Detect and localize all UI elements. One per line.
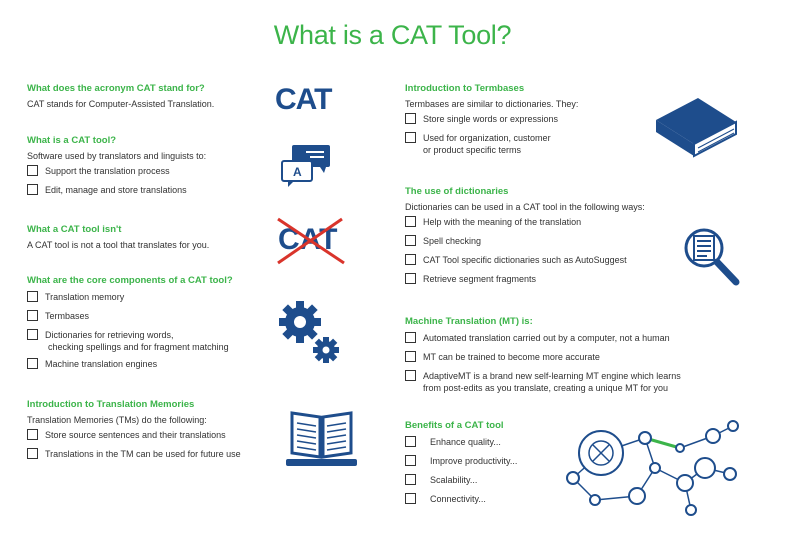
checkbox[interactable] (405, 273, 416, 284)
list-item: Scalability... (405, 474, 517, 488)
section-heading: The use of dictionaries (405, 186, 509, 197)
list-item: Spell checking (405, 235, 645, 249)
list-item: Connectivity... (405, 493, 517, 507)
list-item: Translations in the TM can be used for f… (27, 448, 241, 462)
section-text: Termbases are similar to dictionaries. T… (405, 99, 579, 109)
section-tm: Introduction to Translation Memories Tra… (27, 399, 241, 467)
section-acronym: What does the acronym CAT stand for? CAT… (27, 83, 214, 113)
checkbox[interactable] (405, 455, 416, 466)
list-item: Retrieve segment fragments (405, 273, 645, 287)
list-item: CAT Tool specific dictionaries such as A… (405, 254, 645, 268)
not-translator-icon: CAT (277, 217, 345, 265)
list-item: Improve productivity... (405, 455, 517, 469)
section-heading: What is a CAT tool? (27, 135, 117, 146)
list-item: Machine translation engines (27, 358, 233, 372)
section-text: Translation Memories (TMs) do the follow… (27, 415, 207, 425)
section-text: Dictionaries can be used in a CAT tool i… (405, 202, 645, 212)
section-text: Software used by translators and linguis… (27, 151, 207, 161)
section-heading: Machine Translation (MT) is: (405, 316, 533, 327)
checkbox[interactable] (405, 370, 416, 381)
checkbox[interactable] (405, 351, 416, 362)
checkbox[interactable] (27, 429, 38, 440)
checkbox[interactable] (405, 254, 416, 265)
checkbox[interactable] (27, 165, 38, 176)
section-termbases: Introduction to Termbases Termbases are … (405, 83, 578, 161)
cat-logo-icon: CAT (275, 83, 332, 116)
svg-text:A: A (293, 165, 302, 179)
checkbox[interactable] (405, 493, 416, 504)
checkbox[interactable] (27, 448, 38, 459)
list-item: Enhance quality... (405, 436, 517, 450)
checkbox[interactable] (405, 235, 416, 246)
open-book-laptop-icon (286, 411, 357, 466)
checkbox[interactable] (405, 216, 416, 227)
section-heading: Introduction to Termbases (405, 83, 525, 94)
checkbox[interactable] (27, 310, 38, 321)
checkbox[interactable] (27, 358, 38, 369)
list-item: Store single words or expressions (405, 113, 578, 127)
checkbox[interactable] (405, 113, 416, 124)
section-text: CAT stands for Computer-Assisted Transla… (27, 99, 215, 109)
list-item: Support the translation process (27, 165, 206, 179)
list-item: Store source sentences and their transla… (27, 429, 241, 443)
checkbox[interactable] (405, 436, 416, 447)
translation-chat-icon: A (281, 145, 330, 187)
gears-icon (279, 301, 339, 363)
magnifier-document-icon (684, 228, 740, 286)
checkbox[interactable] (405, 332, 416, 343)
section-core: What are the core components of a CAT to… (27, 275, 233, 377)
list-item: Dictionaries for retrieving words,checki… (27, 329, 233, 353)
list-item: MT can be trained to become more accurat… (405, 351, 681, 365)
checkbox[interactable] (27, 184, 38, 195)
section-heading: What a CAT tool isn't (27, 224, 122, 235)
list-item: Automated translation carried out by a c… (405, 332, 681, 346)
section-heading: What does the acronym CAT stand for? (27, 83, 205, 94)
section-heading: What are the core components of a CAT to… (27, 275, 233, 286)
network-nodes-icon (566, 420, 739, 516)
list-item: Translation memory (27, 291, 233, 305)
checkbox[interactable] (27, 291, 38, 302)
section-text: A CAT tool is not a tool that translates… (27, 240, 210, 250)
checkbox[interactable] (405, 474, 416, 485)
section-what: What is a CAT tool? Software used by tra… (27, 135, 206, 203)
list-item: AdaptiveMT is a brand new self-learning … (405, 370, 681, 394)
section-heading: Benefits of a CAT tool (405, 420, 504, 431)
checkbox[interactable] (27, 329, 38, 340)
section-isnt: What a CAT tool isn't A CAT tool is not … (27, 224, 209, 254)
page-title: What is a CAT Tool? (273, 20, 512, 50)
list-item: Edit, manage and store translations (27, 184, 206, 198)
section-mt: Machine Translation (MT) is: Automated t… (405, 316, 681, 399)
book-icon (656, 98, 737, 158)
checkbox[interactable] (405, 132, 416, 143)
section-benefits: Benefits of a CAT tool Enhance quality..… (405, 420, 517, 512)
list-item: Termbases (27, 310, 233, 324)
section-heading: Introduction to Translation Memories (27, 399, 195, 410)
list-item: Help with the meaning of the translation (405, 216, 645, 230)
section-dictionaries: The use of dictionaries Dictionaries can… (405, 186, 645, 292)
